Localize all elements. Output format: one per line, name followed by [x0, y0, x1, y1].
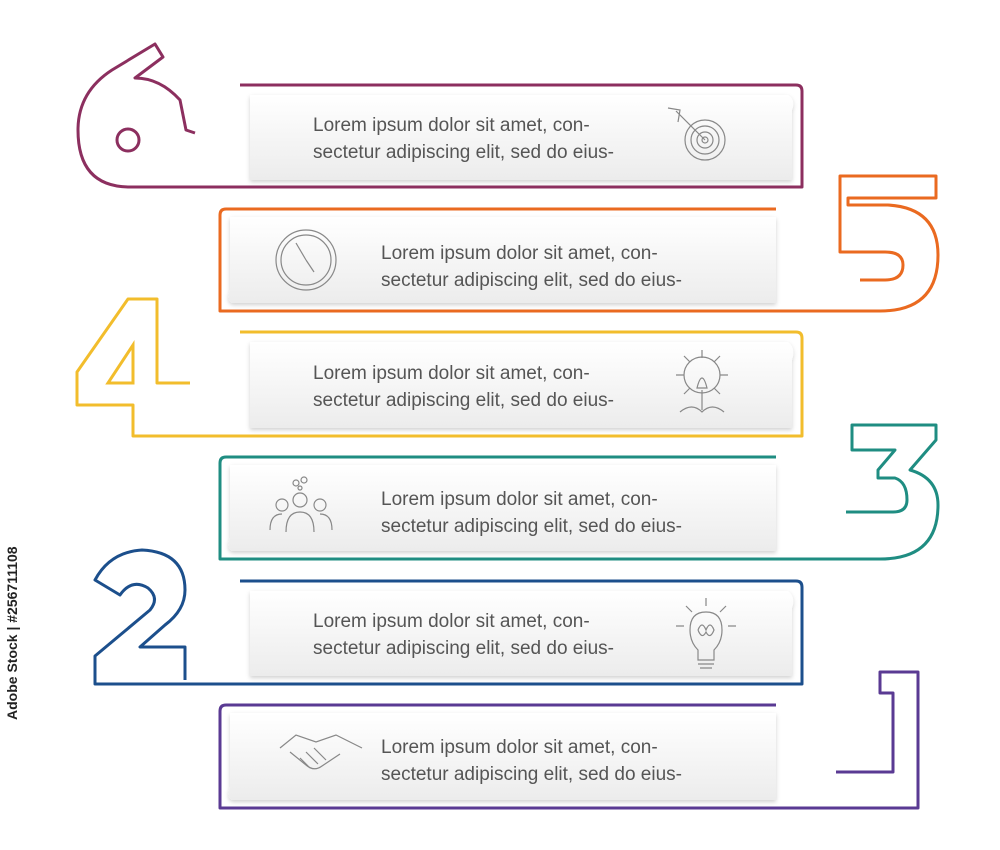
- step-4-line-2: sectetur adipiscing elit, sed do eius-: [313, 390, 614, 411]
- step-5-text: Lorem ipsum dolor sit amet, con- sectetu…: [381, 240, 741, 294]
- step-1-line-1: Lorem ipsum dolor sit amet, con-: [381, 737, 658, 758]
- step-3-line-1: Lorem ipsum dolor sit amet, con-: [381, 489, 658, 510]
- handshake-icon: [279, 734, 363, 770]
- step-4-card: [250, 342, 794, 428]
- lightbulb-brain-icon: [676, 598, 736, 669]
- step-6-text: Lorem ipsum dolor sit amet, con- sectetu…: [313, 112, 673, 166]
- step-5: [218, 174, 940, 313]
- clock-icon: [275, 229, 337, 291]
- step-2-card: [250, 591, 794, 676]
- step-1-line-2: sectetur adipiscing elit, sed do eius-: [381, 764, 682, 785]
- step-4: [75, 297, 804, 438]
- step-3-frame: [218, 423, 940, 561]
- step-4-line-1: Lorem ipsum dolor sit amet, con-: [313, 363, 590, 384]
- target-icon: [667, 107, 726, 161]
- step-4-frame: [75, 297, 804, 438]
- step-2-line-1: Lorem ipsum dolor sit amet, con-: [313, 611, 590, 632]
- step-5-card: [228, 217, 776, 303]
- step-6-frame: [76, 42, 804, 189]
- step-4-text: Lorem ipsum dolor sit amet, con- sectetu…: [313, 360, 673, 414]
- step-2-frame: [93, 548, 804, 686]
- stock-watermark: Adobe Stock | #256711108: [4, 546, 20, 720]
- step-6-line-2: sectetur adipiscing elit, sed do eius-: [313, 142, 614, 163]
- step-6-card: [250, 95, 794, 180]
- step-5-frame: [218, 174, 940, 313]
- step-1: [218, 670, 920, 810]
- step-2-line-2: sectetur adipiscing elit, sed do eius-: [313, 638, 614, 659]
- step-4-inner: [105, 339, 135, 385]
- step-3-card: [228, 465, 776, 551]
- step-1-frame: [218, 670, 920, 810]
- step-3-line-2: sectetur adipiscing elit, sed do eius-: [381, 516, 682, 537]
- step-6-digit-hole: [115, 127, 141, 153]
- step-3-text: Lorem ipsum dolor sit amet, con- sectetu…: [381, 486, 741, 540]
- step-6: [76, 42, 804, 189]
- step-3: [218, 423, 940, 561]
- step-5-line-2: sectetur adipiscing elit, sed do eius-: [381, 270, 682, 291]
- step-1-text: Lorem ipsum dolor sit amet, con- sectetu…: [381, 734, 741, 788]
- step-2-text: Lorem ipsum dolor sit amet, con- sectetu…: [313, 608, 673, 662]
- sun-rocket-icon: [676, 350, 728, 413]
- team-icon: [269, 476, 333, 533]
- step-2: [93, 548, 804, 686]
- step-1-card: [228, 713, 776, 800]
- step-5-line-1: Lorem ipsum dolor sit amet, con-: [381, 243, 658, 264]
- step-6-line-1: Lorem ipsum dolor sit amet, con-: [313, 115, 590, 136]
